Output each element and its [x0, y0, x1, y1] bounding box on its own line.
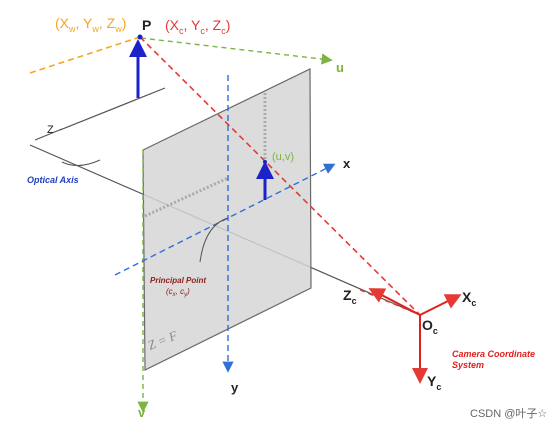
zc-label: Zc	[343, 287, 357, 306]
camera-z-axis	[368, 288, 421, 316]
camera-x-axis	[419, 294, 462, 316]
world-point-label: (Xw, Yw, Zw)	[55, 15, 126, 34]
u-axis-label: u	[336, 60, 344, 75]
camera-system-label-2: System	[452, 360, 484, 370]
world-point-dot	[137, 34, 143, 40]
projection-ray	[139, 36, 421, 316]
y-axis-label: y	[231, 380, 239, 395]
plane-tick-horizontal	[144, 176, 229, 218]
optical-axis-pointer	[61, 159, 101, 166]
point-p-label: P	[142, 17, 151, 33]
principal-point-label: Principal Point	[150, 276, 206, 285]
u-axis	[140, 37, 333, 65]
camera-system-label-1: Camera Coordinate	[452, 349, 535, 359]
uv-label: (u,v)	[272, 151, 294, 163]
v-axis-label: v	[138, 405, 146, 420]
z-axis-label: Z	[47, 124, 54, 136]
world-dashed-line	[29, 36, 141, 74]
watermark: CSDN @叶子☆	[470, 407, 547, 420]
optical-axis-label: Optical Axis	[27, 175, 79, 185]
x-axis-label: x	[343, 156, 351, 171]
axis-extension-line	[34, 128, 63, 141]
oc-label: Oc	[422, 317, 438, 336]
camera-point-label: (Xc, Yc, Zc)	[165, 17, 230, 36]
principal-point-pointer	[199, 217, 229, 263]
image-point-dot	[263, 160, 267, 164]
yc-label: Yc	[427, 373, 441, 392]
principal-point-coords: (cx, cy)	[166, 287, 190, 298]
xc-label: Xc	[462, 289, 476, 308]
parallel-line	[59, 87, 166, 131]
image-plane	[142, 68, 312, 371]
